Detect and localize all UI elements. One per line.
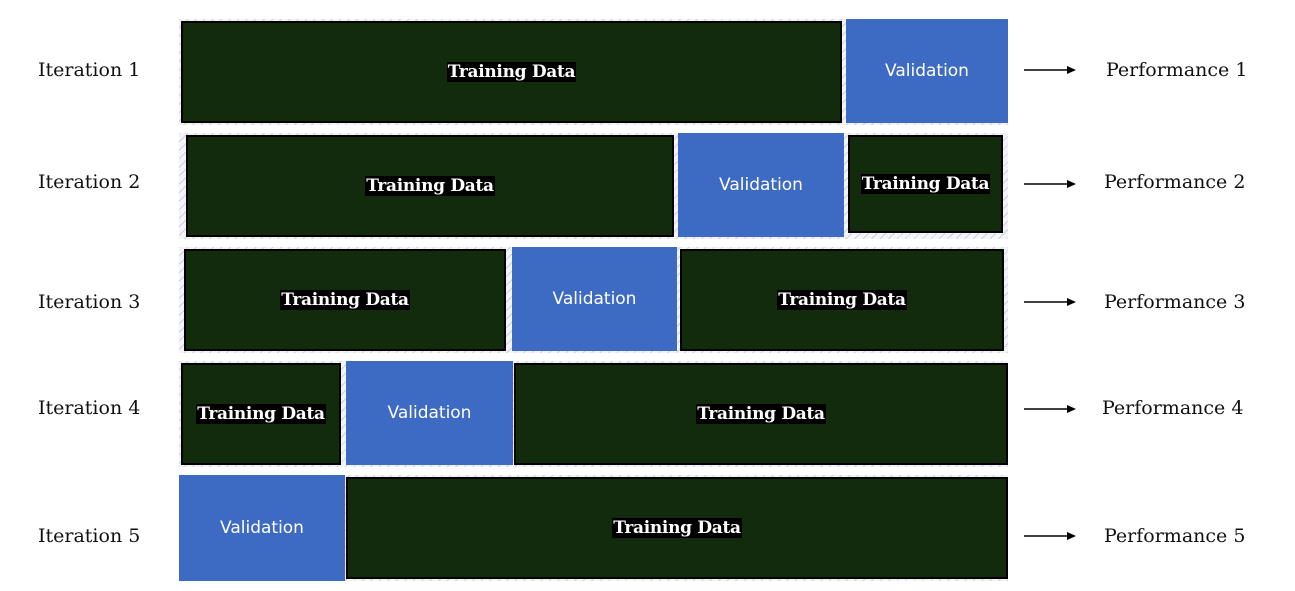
training-label: Training Data xyxy=(612,518,742,538)
arrow-right-icon xyxy=(1024,532,1076,540)
training-label: Training Data xyxy=(860,174,991,194)
arrow-right-icon xyxy=(1024,405,1076,413)
performance-label-5: Performance 5 xyxy=(1104,525,1246,547)
iteration-lane-2: Training Data Validation Training Data xyxy=(179,133,1008,239)
training-segment: Training Data xyxy=(680,249,1004,351)
training-segment: Training Data xyxy=(848,135,1003,233)
iteration-lane-3: Training Data Validation Training Data xyxy=(179,247,1008,353)
iteration-lane-4: Training Data Validation Training Data xyxy=(179,361,1008,467)
performance-label-1: Performance 1 xyxy=(1106,59,1248,81)
training-label: Training Data xyxy=(696,404,826,424)
training-segment: Training Data xyxy=(181,363,341,465)
validation-label: Validation xyxy=(220,518,304,538)
training-segment: Training Data xyxy=(514,363,1008,465)
iteration-label-2: Iteration 2 xyxy=(38,171,141,193)
performance-label-3: Performance 3 xyxy=(1104,291,1246,313)
validation-segment: Validation xyxy=(346,361,513,465)
training-label: Training Data xyxy=(365,176,495,196)
training-label: Training Data xyxy=(446,62,577,82)
training-segment: Training Data xyxy=(186,135,674,237)
validation-segment: Validation xyxy=(678,133,844,237)
validation-label: Validation xyxy=(885,61,969,81)
iteration-lane-1: Training Data Validation xyxy=(179,19,1008,125)
validation-segment: Validation xyxy=(846,19,1008,123)
iteration-lane-5: Validation Training Data xyxy=(179,475,1008,581)
training-label: Training Data xyxy=(777,290,907,310)
training-segment: Training Data xyxy=(346,477,1008,579)
performance-label-4: Performance 4 xyxy=(1102,397,1244,419)
arrow-right-icon xyxy=(1024,298,1076,306)
iteration-label-3: Iteration 3 xyxy=(38,291,141,313)
validation-label: Validation xyxy=(387,403,472,423)
iteration-label-4: Iteration 4 xyxy=(38,397,141,419)
validation-label: Validation xyxy=(552,289,637,309)
iteration-label-5: Iteration 5 xyxy=(38,525,141,547)
performance-label-2: Performance 2 xyxy=(1104,171,1246,193)
training-label: Training Data xyxy=(280,290,410,310)
validation-label: Validation xyxy=(719,175,803,195)
validation-segment: Validation xyxy=(512,247,677,351)
arrow-right-icon xyxy=(1024,180,1076,188)
training-segment: Training Data xyxy=(184,249,506,351)
training-label: Training Data xyxy=(196,404,326,424)
iteration-label-1: Iteration 1 xyxy=(38,59,141,81)
training-segment: Training Data xyxy=(181,21,842,123)
arrow-right-icon xyxy=(1024,66,1076,74)
validation-segment: Validation xyxy=(179,475,345,581)
